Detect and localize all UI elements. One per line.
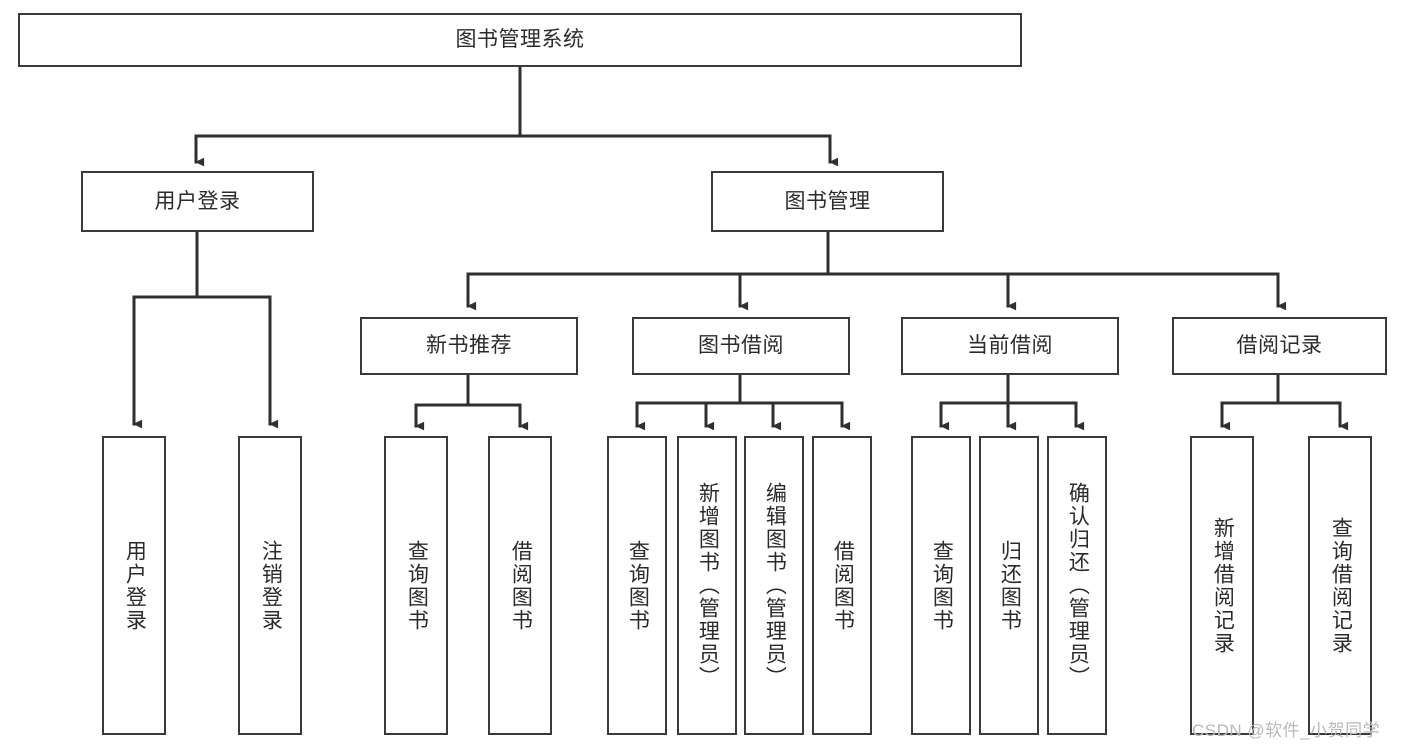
node-label: 新增图书（管理员） — [696, 482, 720, 689]
leaf-confirm-return-admin[interactable]: 确认归还（管理员） — [1047, 436, 1107, 735]
node-label: 图书借阅 — [698, 334, 784, 358]
node-label: 借阅记录 — [1236, 334, 1323, 358]
node-label: 归还图书 — [998, 539, 1022, 632]
leaf-add-book-admin[interactable]: 新增图书（管理员） — [677, 436, 737, 735]
node-label: 查询图书 — [405, 539, 429, 632]
leaf-borrow-book-recommend[interactable]: 借阅图书 — [488, 436, 552, 735]
node-label: 查询图书 — [626, 539, 650, 632]
node-borrow-record[interactable]: 借阅记录 — [1172, 317, 1387, 375]
node-label: 新增借阅记录 — [1211, 516, 1235, 655]
leaf-query-book-borrow[interactable]: 查询图书 — [607, 436, 667, 735]
node-label: 新书推荐 — [426, 334, 512, 358]
node-label: 图书管理 — [784, 189, 871, 213]
leaf-query-book-current[interactable]: 查询图书 — [911, 436, 971, 735]
node-root-system[interactable]: 图书管理系统 — [18, 13, 1022, 67]
node-label: 用户登录 — [154, 189, 241, 213]
node-book-borrow[interactable]: 图书借阅 — [632, 317, 850, 375]
node-current-borrow[interactable]: 当前借阅 — [901, 317, 1119, 375]
leaf-edit-book-admin[interactable]: 编辑图书（管理员） — [744, 436, 804, 735]
node-label: 借阅图书 — [831, 539, 855, 632]
leaf-query-book-recommend[interactable]: 查询图书 — [384, 436, 448, 735]
node-label: 注销登录 — [259, 539, 283, 632]
leaf-borrow-book[interactable]: 借阅图书 — [812, 436, 872, 735]
leaf-logout[interactable]: 注销登录 — [238, 436, 302, 735]
leaf-add-borrow-record[interactable]: 新增借阅记录 — [1190, 436, 1254, 735]
node-label: 图书管理系统 — [455, 28, 585, 52]
csdn-watermark: CSDN @软件_小贺同学 — [1192, 721, 1381, 740]
node-user-login[interactable]: 用户登录 — [81, 171, 314, 232]
node-label: 借阅图书 — [509, 539, 533, 632]
leaf-return-book[interactable]: 归还图书 — [979, 436, 1039, 735]
node-label: 查询借阅记录 — [1329, 516, 1353, 655]
leaf-user-login[interactable]: 用户登录 — [102, 436, 166, 735]
node-label: 编辑图书（管理员） — [763, 482, 787, 689]
leaf-query-borrow-record[interactable]: 查询借阅记录 — [1308, 436, 1372, 735]
node-label: 当前借阅 — [967, 334, 1053, 358]
node-label: 用户登录 — [123, 539, 147, 632]
node-book-management[interactable]: 图书管理 — [711, 171, 944, 232]
node-label: 查询图书 — [930, 539, 954, 632]
node-label: 确认归还（管理员） — [1066, 482, 1090, 689]
node-new-book-recommend[interactable]: 新书推荐 — [360, 317, 578, 375]
